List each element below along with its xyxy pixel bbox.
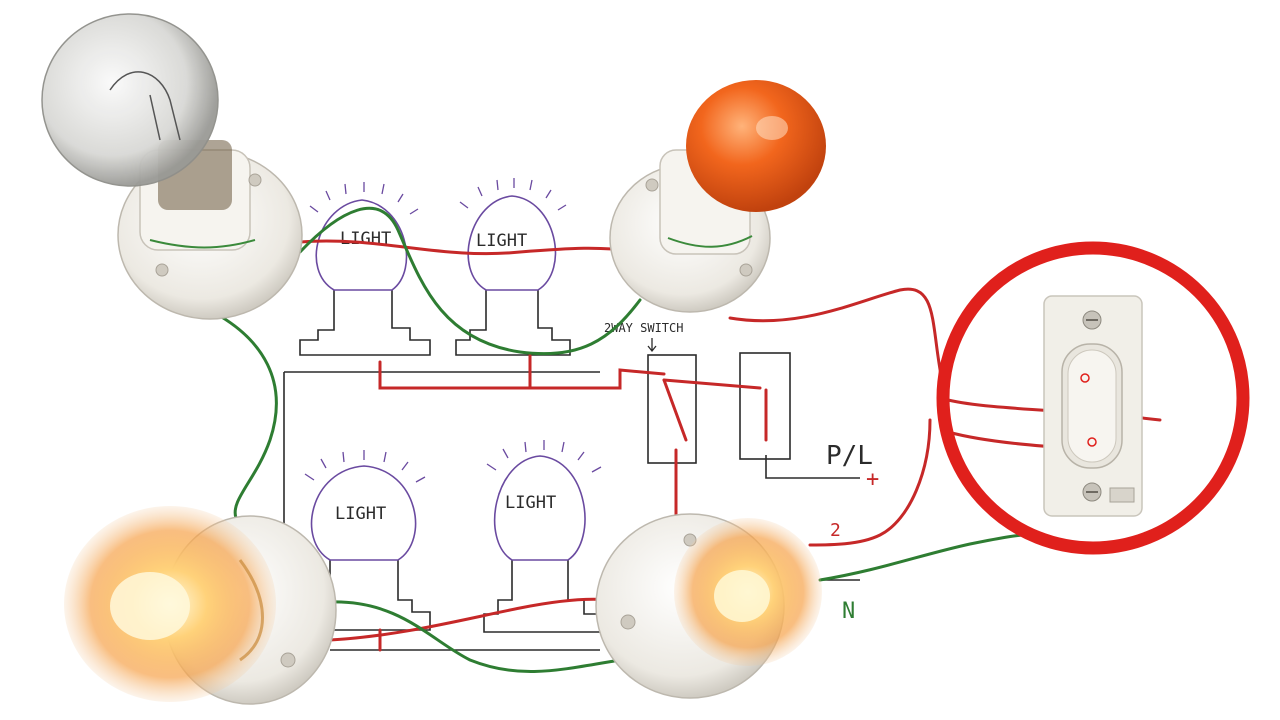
light-label-2: LIGHT (476, 231, 527, 251)
highlight-ring (936, 241, 1250, 555)
light-symbols (304, 178, 602, 561)
light-label-3: LIGHT (335, 504, 386, 524)
switch-highlight (936, 241, 1250, 555)
bulb-top-left (41, 13, 303, 320)
light-bulb-icon (310, 465, 417, 561)
light-label-4: LIGHT (505, 493, 556, 513)
light-bulb-icon (315, 199, 408, 291)
plus-label: + (866, 467, 879, 492)
light-bulb-icon (493, 455, 586, 561)
switch-label: 2WAY SWITCH (604, 321, 683, 335)
neutral-wires (218, 206, 1042, 673)
light-bulb-icon (467, 195, 557, 291)
phase-label: P/L (826, 441, 873, 471)
arrow-icon (647, 338, 657, 353)
minus-label: 2 (830, 520, 841, 541)
bulb-bottom-right (595, 513, 822, 699)
bulb-top-right (609, 80, 826, 313)
switch-icon (1043, 295, 1143, 517)
bulb-bottom-left (64, 506, 337, 705)
neutral-label: N (842, 599, 855, 624)
light-labels: LIGHT LIGHT LIGHT LIGHT (335, 229, 556, 524)
